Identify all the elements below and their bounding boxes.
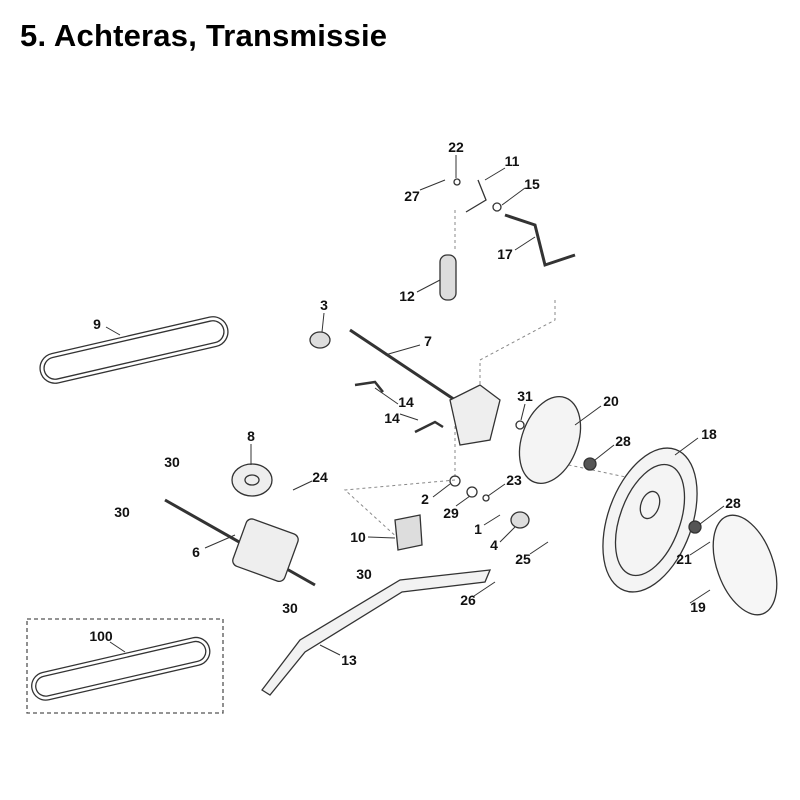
ring-23: [482, 494, 490, 502]
part-label: 11: [504, 153, 520, 169]
nut-15: [492, 202, 502, 212]
part-label: 21: [676, 551, 692, 567]
part-label: 9: [93, 316, 101, 332]
part-label: 15: [524, 176, 540, 192]
ring-31: [515, 420, 525, 430]
washer-22: [453, 178, 461, 186]
optional-part-box: [26, 618, 224, 714]
pulley-8: [231, 463, 273, 497]
part-label: 2: [421, 491, 429, 507]
drive-belt-9: [39, 316, 229, 384]
part-label: 28: [725, 495, 741, 511]
part-label: 19: [690, 599, 706, 615]
part-label: 23: [506, 472, 522, 488]
part-label: 17: [497, 246, 513, 262]
part-label: 31: [517, 388, 533, 404]
part-label: 30: [114, 504, 130, 520]
part-label: 1: [474, 521, 482, 537]
part-label: 20: [603, 393, 619, 409]
part-label: 18: [701, 426, 717, 442]
part-label: 29: [443, 505, 459, 521]
part-label: 14: [384, 410, 400, 426]
drive-belt-100: [31, 636, 211, 701]
part-label: 26: [460, 592, 476, 608]
part-label: 3: [320, 297, 328, 313]
spring-clip-11: [465, 179, 487, 213]
part-label: 24: [312, 469, 328, 485]
washer-28b: [688, 520, 702, 534]
part-label: 8: [247, 428, 255, 444]
part-label: 30: [164, 454, 180, 470]
part-label: 6: [192, 544, 200, 560]
part-label: 22: [448, 139, 464, 155]
rod-17: [504, 213, 576, 267]
part-label: 30: [282, 600, 298, 616]
clip-14b: [414, 420, 444, 434]
washer-28: [583, 457, 597, 471]
hubcap-19: [712, 514, 778, 616]
bushing-4: [510, 511, 530, 529]
part-label: 13: [341, 652, 357, 668]
part-label: 7: [424, 333, 432, 349]
washer-29: [466, 486, 478, 498]
disc-20: [518, 395, 582, 485]
part-label: 4: [490, 537, 498, 553]
bracket-10: [394, 514, 423, 551]
lever-13: [261, 569, 492, 696]
page-title: 5. Achteras, Transmissie: [20, 18, 388, 53]
spring-12: [439, 254, 457, 301]
leader-lines: [105, 155, 725, 656]
bearing-3: [309, 331, 331, 349]
part-label: 100: [89, 628, 113, 644]
part-label: 10: [350, 529, 366, 545]
part-label: 14: [398, 394, 414, 410]
washer-2: [449, 475, 461, 487]
wheel-18: [602, 447, 698, 593]
guide-lines: [343, 210, 641, 541]
part-label: 27: [404, 188, 420, 204]
part-label: 25: [515, 551, 531, 567]
gearbox: [232, 518, 299, 583]
part-label: 12: [399, 288, 415, 304]
part-label: 30: [356, 566, 372, 582]
part-label: 28: [615, 433, 631, 449]
gear-bracket: [449, 384, 501, 446]
clip-14a: [354, 380, 384, 393]
